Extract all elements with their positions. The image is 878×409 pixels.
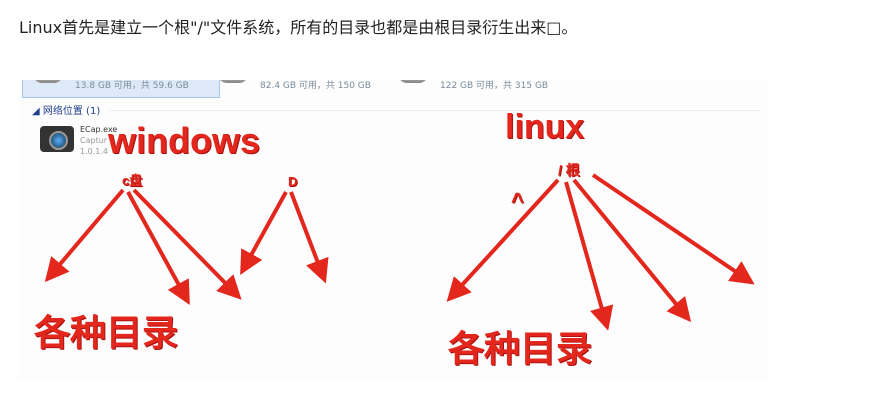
- arrow: [44, 188, 125, 283]
- app-version: 1.0.1.4: [80, 147, 108, 156]
- arrow: [126, 191, 190, 306]
- label-linux: linux: [505, 108, 585, 146]
- arrow: [564, 181, 614, 331]
- camera-icon: [40, 126, 74, 152]
- drive-c: 13.8 GB 可用，共 59.6 GB: [22, 80, 220, 98]
- app-name: ECap.exe: [80, 125, 118, 134]
- arrows: [44, 173, 755, 331]
- intro-paragraph: Linux首先是建立一个根"/"文件系统，所有的目录也都是由根目录衍生出来□。: [19, 18, 578, 37]
- hard-drive-icon: [33, 80, 63, 83]
- arrow: [446, 178, 560, 302]
- hard-drive-icon: [398, 80, 428, 83]
- arrow: [289, 191, 329, 284]
- drive-e: 122 GB 可用，共 315 GB: [388, 80, 548, 97]
- label-windows: windows: [108, 120, 260, 161]
- label-dirs-right: 各种目录: [448, 328, 593, 369]
- hard-drive-icon: [218, 80, 248, 83]
- arrow: [591, 173, 755, 285]
- label-d-drive: D: [288, 174, 298, 189]
- annotated-screenshot: 13.8 GB 可用，共 59.6 GB 82.4 GB 可用，共 150 GB…: [18, 80, 768, 380]
- drive-space: 13.8 GB 可用，共 59.6 GB: [75, 81, 189, 91]
- network-group-label: 网络位置 (1): [42, 106, 101, 117]
- drive-space: 82.4 GB 可用，共 150 GB: [260, 81, 371, 91]
- arrow: [572, 178, 692, 323]
- arrow: [132, 188, 242, 300]
- divider: [110, 110, 760, 111]
- drive-d: 82.4 GB 可用，共 150 GB: [208, 80, 371, 97]
- network-group: ◢ 网络位置 (1): [32, 106, 101, 117]
- label-root: / 根: [558, 162, 580, 178]
- drive-space: 122 GB 可用，共 315 GB: [440, 81, 549, 91]
- label-caret: ^: [511, 188, 524, 213]
- arrow: [240, 191, 288, 276]
- app-desc: Captur: [80, 136, 108, 145]
- label-dirs-left: 各种目录: [34, 312, 179, 353]
- label-c-drive: c盘: [122, 173, 143, 188]
